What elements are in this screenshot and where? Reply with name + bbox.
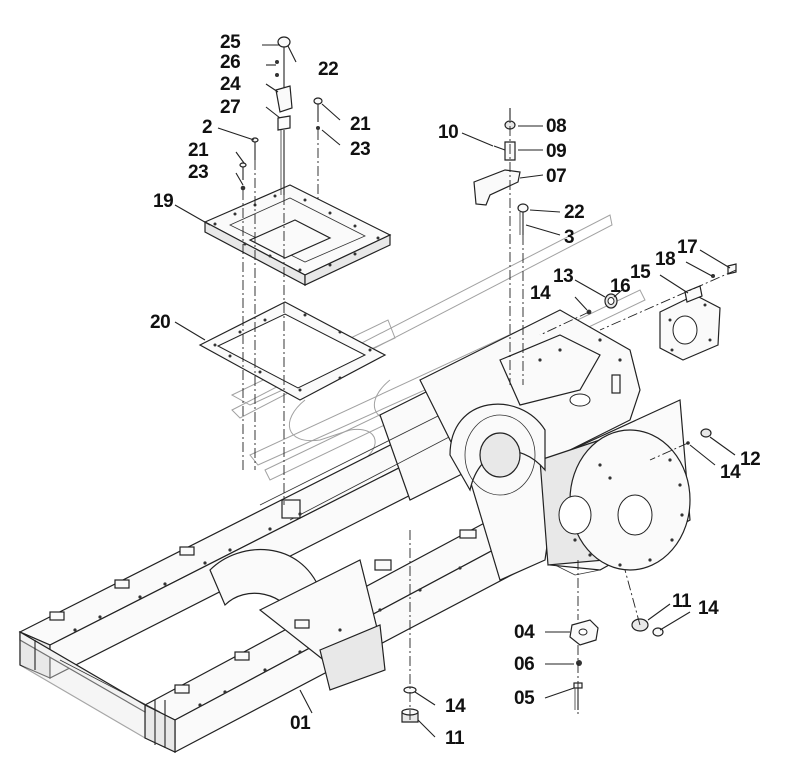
callout-17: 17 xyxy=(677,237,697,258)
callout-23: 23 xyxy=(188,162,208,183)
callout-2: 2 xyxy=(202,117,212,138)
transmission-housing-part xyxy=(419,309,691,581)
callout-13: 13 xyxy=(553,266,573,287)
shift-lever-assembly xyxy=(239,36,323,195)
rail-bolt-holes xyxy=(73,512,462,707)
main-frame-part xyxy=(18,384,542,753)
callout-09: 09 xyxy=(546,141,566,162)
callout-08: 08 xyxy=(546,116,566,137)
callout-21: 21 xyxy=(188,140,209,161)
callout-27: 27 xyxy=(220,97,240,118)
callout-10: 10 xyxy=(438,122,458,143)
callout-22: 22 xyxy=(318,59,338,80)
callout-14: 14 xyxy=(698,598,719,619)
callout-3: 3 xyxy=(564,227,574,248)
callout-11: 11 xyxy=(672,591,692,612)
side-cover-assembly xyxy=(586,263,737,361)
callout-18: 18 xyxy=(655,249,675,270)
callout-26: 26 xyxy=(220,52,240,73)
callout-12: 12 xyxy=(740,449,760,470)
callout-25: 25 xyxy=(220,32,241,53)
callout-19: 19 xyxy=(153,191,173,212)
callout-22: 22 xyxy=(564,202,584,223)
callout-24: 24 xyxy=(220,74,241,95)
shift-fork-assembly xyxy=(473,108,529,235)
callout-14: 14 xyxy=(720,462,741,483)
callout-23: 23 xyxy=(350,139,370,160)
assembly-center-lines xyxy=(242,108,737,720)
callout-labels: 25 22 26 24 27 2 21 21 23 23 19 10 08 09… xyxy=(150,32,761,749)
callout-04: 04 xyxy=(514,622,535,643)
callout-20: 20 xyxy=(150,312,170,333)
callout-21: 21 xyxy=(350,114,371,135)
housing-bolt-holes xyxy=(538,338,684,567)
cover-plate-19 xyxy=(203,184,392,286)
callout-11: 11 xyxy=(445,728,465,749)
callout-leader-lines xyxy=(174,44,736,738)
callout-14: 14 xyxy=(530,283,551,304)
gasket-20 xyxy=(198,301,387,401)
callout-05: 05 xyxy=(514,688,535,709)
callout-06: 06 xyxy=(514,654,534,675)
callout-14: 14 xyxy=(445,696,466,717)
callout-16: 16 xyxy=(610,276,630,297)
callout-15: 15 xyxy=(630,262,651,283)
callout-01: 01 xyxy=(290,713,311,734)
callout-07: 07 xyxy=(546,166,566,187)
